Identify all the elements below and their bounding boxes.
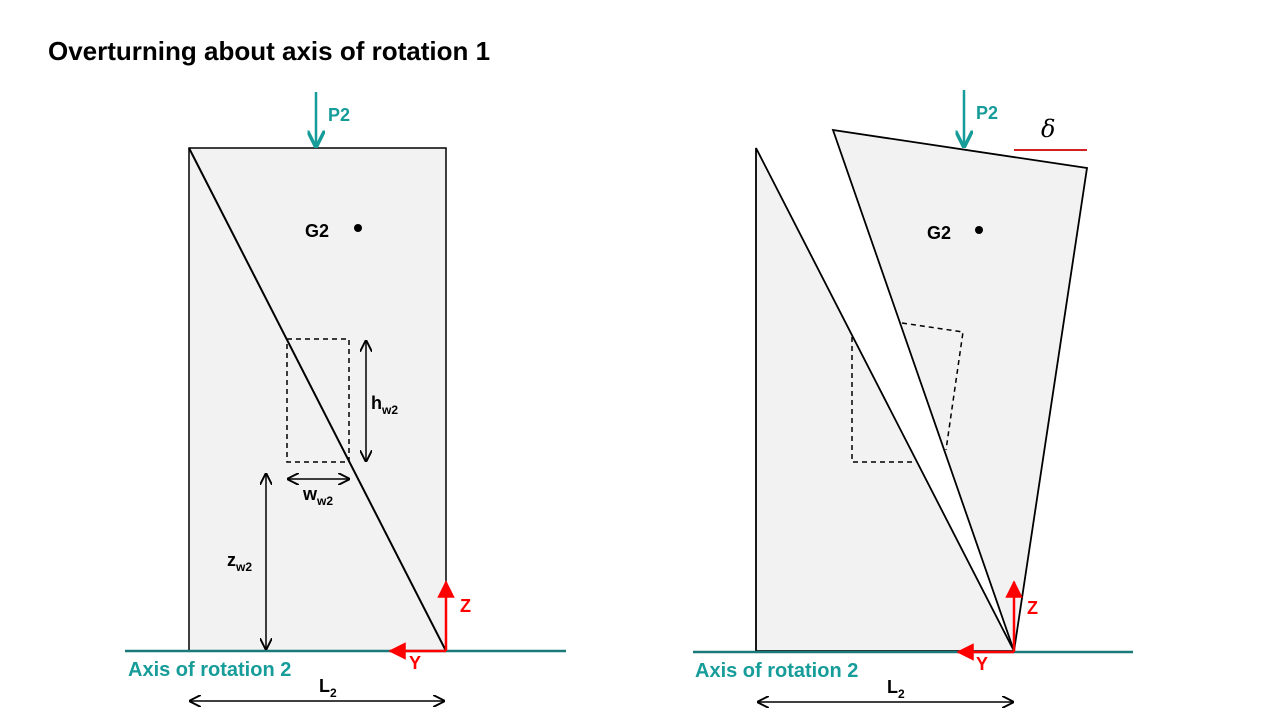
left-elevation-label: zw2: [227, 550, 252, 574]
left-y-axis-label: Y: [409, 653, 421, 673]
left-figure: P2 G2 hw2 ww2 zw2 Z Y Axis of rotation 2…: [125, 92, 566, 701]
left-height-label: hw2: [371, 393, 398, 417]
right-axis-of-rotation-label: Axis of rotation 2: [695, 660, 858, 682]
left-cog-dot: [354, 224, 362, 232]
left-opening-outline: [286, 338, 350, 463]
right-load-label: P2: [976, 103, 998, 123]
right-length-label: L2: [887, 677, 905, 701]
left-axis-of-rotation-label: Axis of rotation 2: [128, 659, 291, 681]
left-width-label: ww2: [302, 484, 333, 508]
right-cog-label: G2: [927, 223, 951, 243]
right-y-axis-label: Y: [976, 654, 988, 674]
right-figure: P2 δ G2 Z Y Axis of rotation 2 L2: [693, 90, 1133, 702]
right-z-axis-label: Z: [1027, 598, 1038, 618]
left-cog-label: G2: [305, 221, 329, 241]
left-length-label: L2: [319, 676, 337, 700]
slide-title: Overturning about axis of rotation 1: [48, 36, 491, 66]
right-opening-outline-lower: [851, 337, 913, 463]
left-z-axis-label: Z: [460, 596, 471, 616]
left-load-label: P2: [328, 105, 350, 125]
left-crack-line: [188, 147, 447, 652]
right-opening-outline-upper: [901, 322, 964, 451]
right-rotated-block: [831, 128, 1089, 652]
right-cog-dot: [975, 226, 983, 234]
right-displacement-label: δ: [1041, 115, 1055, 143]
